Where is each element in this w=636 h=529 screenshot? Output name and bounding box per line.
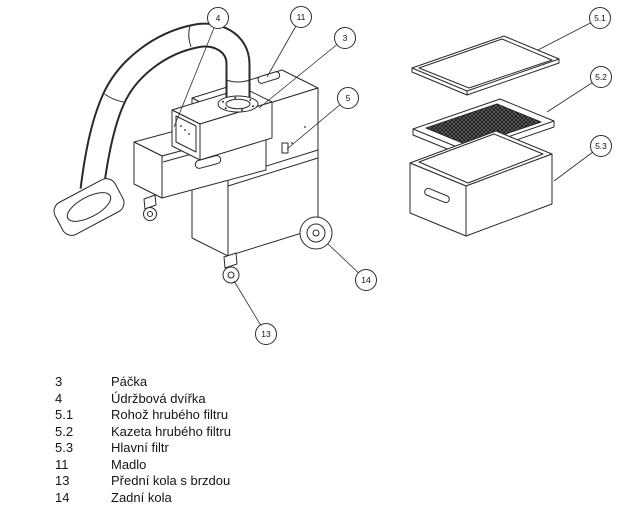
legend-label: Hlavní filtr (111, 440, 169, 455)
hose-joint-lines (104, 25, 250, 103)
caster-wheel (222, 266, 240, 284)
filter-drawer-rim (418, 133, 544, 184)
callout-5-2-label: 5.2 (595, 72, 607, 82)
suction-hood (53, 178, 125, 236)
callouts: 4 11 3 5 14 (173, 6, 612, 345)
callout-4: 4 (173, 7, 229, 128)
front-caster-left (143, 194, 157, 221)
legend-label: Kazeta hrubého filtru (111, 423, 231, 439)
inlet-flange (217, 95, 259, 113)
callout-3: 3 (258, 27, 356, 109)
filter-stack-exploded (409, 35, 560, 237)
callout-5-2: 5.2 (546, 66, 612, 113)
callout-5-3-label: 5.3 (595, 141, 607, 151)
caster-hub (147, 211, 153, 217)
callout-14: 14 (327, 243, 377, 291)
legend-row: 5.1 Rohož hrubého filtru (55, 407, 231, 424)
legend-number: 5.2 (55, 423, 74, 439)
front-caster-braked (222, 252, 240, 284)
filter-drawer-handle (424, 187, 450, 204)
hood-opening (66, 192, 112, 222)
hose-body (81, 24, 249, 192)
extraction-arm (79, 22, 251, 192)
callout-11: 11 (266, 6, 312, 78)
callout-5-label: 5 (346, 93, 351, 103)
cassette-mesh (425, 103, 542, 147)
rear-wheel (299, 216, 333, 250)
legend-row: 13 Přední kola s brzdou (55, 473, 231, 490)
legend-row: 14 Zadní kola (55, 490, 231, 507)
caster-wheel (143, 207, 157, 221)
callout-5-3: 5.3 (553, 135, 612, 182)
legend-row: 4 Údržbová dvířka (55, 391, 231, 408)
exploded-view-drawing: 4 11 3 5 14 (53, 6, 612, 345)
rear-wheel-rim (306, 223, 326, 243)
callout-5-1: 5.1 (537, 7, 611, 51)
caster-fork (143, 194, 157, 210)
flange-bolts (222, 96, 254, 112)
callout-5-1-label: 5.1 (594, 13, 606, 23)
filter-access-latch (281, 142, 289, 154)
legend-number: 14 (55, 489, 70, 505)
legend-number: 4 (55, 390, 63, 406)
flange-inner-ring (225, 98, 251, 110)
rear-wheel-hub (312, 229, 320, 237)
legend-number: 13 (55, 473, 70, 488)
legend-number: 11 (55, 456, 69, 472)
legend-row: 5.3 Hlavní filtr (55, 440, 231, 457)
legend-label: Údržbová dvířka (111, 390, 206, 406)
legend: 3 Páčka 4 Údržbová dvířka 5.1 Rohož hrub… (55, 374, 231, 506)
dust-extractor-unit (53, 22, 333, 284)
maintenance-door-panel (175, 115, 197, 153)
legend-number: 5.1 (55, 407, 74, 422)
legend-label: Páčka (111, 374, 148, 389)
callout-14-label: 14 (361, 275, 371, 285)
technical-diagram: 4 11 3 5 14 (53, 6, 612, 345)
door-dots (180, 125, 190, 135)
legend-row: 11 Madlo (55, 457, 231, 474)
legend-number: 5.3 (55, 440, 74, 455)
callout-3-label: 3 (343, 33, 348, 43)
callout-4-label: 4 (216, 13, 221, 23)
legend-row: 5.2 Kazeta hrubého filtru (55, 424, 231, 441)
mat-thickness (411, 59, 560, 96)
legend-label: Madlo (111, 456, 147, 472)
caster-fork (223, 252, 238, 269)
legend-label: Přední kola s brzdou (111, 473, 231, 488)
legend-number: 3 (55, 374, 63, 389)
callout-13-label: 13 (261, 329, 271, 339)
legend-label: Zadní kola (111, 489, 172, 505)
callout-5: 5 (286, 87, 359, 150)
mat-inner-border (418, 38, 553, 89)
filter-mat (411, 35, 560, 96)
legend-row: 3 Páčka (55, 374, 231, 391)
caster-hub (227, 271, 235, 279)
top-handle (257, 71, 281, 84)
legend-label: Rohož hrubého filtru (111, 407, 229, 422)
callout-11-label: 11 (297, 12, 306, 22)
main-filter-drawer (409, 130, 553, 237)
callout-13: 13 (233, 280, 277, 345)
filter-drawer-right-face (465, 153, 553, 237)
